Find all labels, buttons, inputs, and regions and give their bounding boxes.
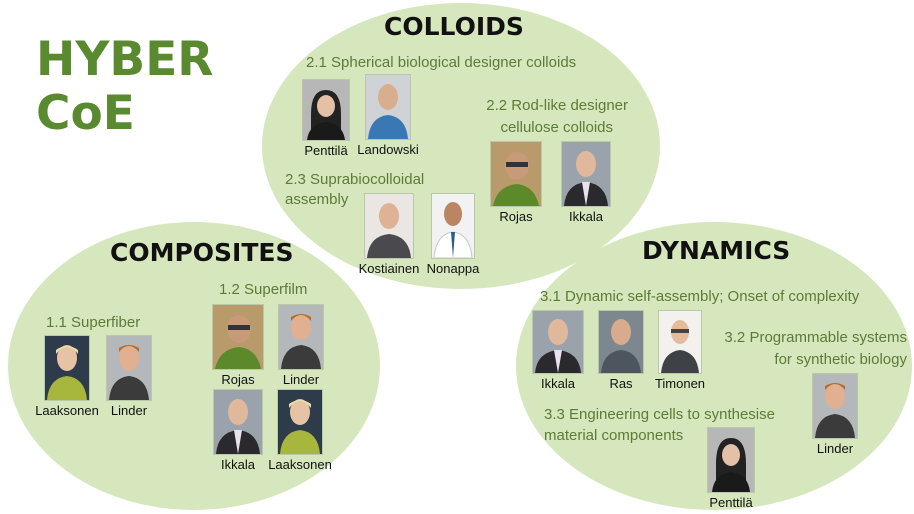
portrait-icon	[107, 336, 151, 400]
person-card: Ikkala	[208, 389, 268, 472]
portrait-photo	[213, 389, 263, 455]
person-card: Rojas	[486, 141, 546, 224]
colloids-sub-2-3-line2: assembly	[285, 191, 349, 208]
person-card: Landowski	[357, 74, 419, 157]
logo-line-1: HYBER	[36, 32, 214, 87]
person-name: Ikkala	[221, 457, 255, 472]
colloids-sub-2-1: 2.1 Spherical biological designer colloi…	[306, 54, 577, 71]
person-name: Laaksonen	[35, 403, 99, 418]
person-name: Kostiainen	[358, 261, 420, 276]
portrait-icon	[562, 142, 610, 206]
logo-line-2: CoE	[36, 86, 135, 141]
person-card: Rojas	[208, 304, 268, 387]
person-name: Ikkala	[541, 376, 575, 391]
colloids-sub-2-2-line1: 2.2 Rod-like designer	[486, 97, 628, 114]
person-name: Ikkala	[569, 209, 603, 224]
person-name: Nonappa	[426, 261, 480, 276]
dynamics-title: DYNAMICS	[642, 236, 791, 265]
portrait-icon	[533, 311, 583, 373]
portrait-icon	[366, 75, 410, 139]
composites-title: COMPOSITES	[110, 238, 294, 267]
person-name: Timonen	[654, 376, 706, 391]
person-card: Laaksonen	[35, 335, 99, 418]
portrait-icon	[213, 305, 263, 369]
person-name: Landowski	[357, 142, 419, 157]
portrait-icon	[278, 390, 322, 454]
dynamics-sub-3-3-line2: material components	[544, 427, 684, 444]
portrait-photo	[106, 335, 152, 401]
colloids-sub-2-2-line2: cellulose colloids	[500, 119, 613, 136]
person-name: Rojas	[499, 209, 533, 224]
portrait-photo	[490, 141, 542, 207]
person-card: Penttilä	[296, 79, 356, 158]
person-name: Linder	[816, 441, 854, 456]
person-name: Ras	[609, 376, 633, 391]
colloids-title: COLLOIDS	[384, 12, 524, 41]
portrait-icon	[432, 194, 474, 258]
colloids-sub-2-3-line1: 2.3 Suprabiocolloidal	[285, 171, 425, 188]
portrait-photo	[365, 74, 411, 140]
portrait-photo	[302, 79, 350, 141]
composites-sub-1-2: 1.2 Superfilm	[219, 281, 308, 298]
person-card: Linder	[271, 304, 331, 387]
person-card: Nonappa	[423, 193, 483, 276]
dynamics-sub-3-3-line1: 3.3 Engineering cells to synthesise	[544, 406, 775, 423]
person-name: Linder	[110, 403, 148, 418]
person-name: Linder	[282, 372, 320, 387]
portrait-icon	[365, 194, 413, 258]
person-card: Penttilä	[701, 427, 761, 510]
person-card: Linder	[805, 373, 865, 456]
person-name: Rojas	[221, 372, 255, 387]
person-card: Ikkala	[528, 310, 588, 391]
person-card: Timonen	[650, 310, 710, 391]
composites-sub-1-1: 1.1 Superfiber	[46, 314, 141, 331]
portrait-photo	[532, 310, 584, 374]
portrait-icon	[279, 305, 323, 369]
person-card: Linder	[99, 335, 159, 418]
portrait-photo	[658, 310, 702, 374]
dynamics-sub-3-1: 3.1 Dynamic self-assembly; Onset of comp…	[540, 288, 860, 305]
dynamics-sub-3-2-line1: 3.2 Programmable systems	[724, 329, 907, 346]
portrait-photo	[707, 427, 755, 493]
dynamics-sub-3-2-line2: for synthetic biology	[774, 351, 907, 368]
portrait-icon	[659, 311, 701, 373]
portrait-icon	[599, 311, 643, 373]
portrait-icon	[813, 374, 857, 438]
portrait-icon	[491, 142, 541, 206]
person-name: Penttilä	[304, 143, 348, 158]
portrait-photo	[277, 389, 323, 455]
portrait-photo	[431, 193, 475, 259]
portrait-photo	[212, 304, 264, 370]
portrait-photo	[598, 310, 644, 374]
person-name: Penttilä	[709, 495, 753, 510]
person-card: Ras	[591, 310, 651, 391]
portrait-icon	[214, 390, 262, 454]
portrait-photo	[278, 304, 324, 370]
portrait-photo	[561, 141, 611, 207]
portrait-photo	[44, 335, 90, 401]
person-card: Kostiainen	[359, 193, 419, 276]
person-name: Laaksonen	[268, 457, 332, 472]
portrait-icon	[303, 80, 349, 140]
person-card: Laaksonen	[268, 389, 332, 472]
portrait-photo	[364, 193, 414, 259]
portrait-photo	[812, 373, 858, 439]
person-card: Ikkala	[556, 141, 616, 224]
portrait-icon	[45, 336, 89, 400]
portrait-icon	[708, 428, 754, 492]
